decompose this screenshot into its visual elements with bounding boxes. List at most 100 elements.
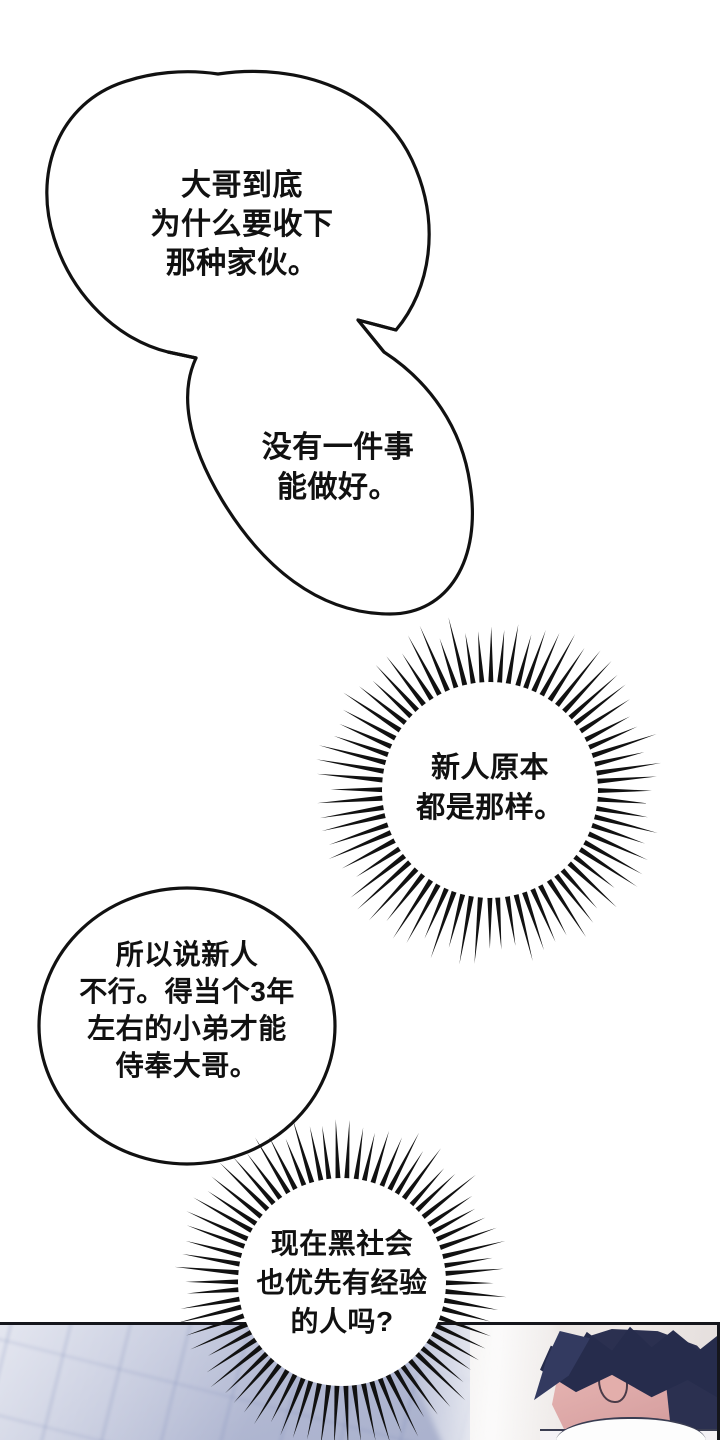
burst-spike	[520, 887, 545, 951]
burst-spike	[474, 893, 484, 964]
burst-spike	[292, 1118, 316, 1188]
burst-spike	[322, 1125, 332, 1184]
burst-spike	[514, 634, 532, 691]
burst-spike	[211, 1176, 266, 1222]
burst-spike	[185, 1240, 246, 1260]
burst-spike	[412, 1349, 466, 1401]
burst-spike	[285, 1138, 308, 1190]
burst-spike	[319, 804, 388, 819]
burst-spike	[417, 1343, 464, 1383]
burst-spike	[359, 686, 411, 728]
burst-spike	[419, 625, 452, 696]
burst-spike	[559, 660, 612, 717]
burst-spike	[438, 1240, 506, 1261]
burst-spike	[496, 630, 505, 687]
burst-spike	[441, 1288, 507, 1298]
burst-spike	[328, 821, 393, 845]
burst-spike	[377, 1137, 403, 1191]
burst-spike	[432, 1217, 486, 1244]
burst-spike	[309, 1126, 325, 1185]
burst-spike	[407, 635, 444, 700]
burst-spike	[316, 759, 389, 775]
burst-spike	[186, 1211, 253, 1243]
burst-spike	[341, 836, 400, 869]
burst-spike	[440, 1257, 493, 1269]
burst-spike	[255, 1137, 293, 1198]
burst-spike	[190, 1320, 252, 1350]
burst-spike	[360, 1379, 376, 1440]
burst-spike	[402, 653, 436, 705]
burst-spike	[243, 1360, 285, 1413]
burst-spike	[478, 631, 485, 687]
burst-spike	[321, 1380, 332, 1440]
burst-spike	[423, 1336, 472, 1371]
burst-spike	[225, 1348, 272, 1394]
burst-spike	[233, 1354, 278, 1404]
burst-spike	[591, 805, 648, 818]
burst-spike	[185, 1311, 249, 1336]
burst-spike	[431, 1321, 486, 1349]
burst-spike	[575, 699, 630, 736]
burst-spike	[385, 1132, 420, 1195]
bubble-1-and-2-outline	[45, 69, 474, 616]
burst-spike	[182, 1254, 244, 1268]
burst-spike	[186, 1286, 243, 1294]
burst-spike	[386, 656, 429, 710]
burst-spike	[254, 1365, 292, 1425]
burst-spike	[174, 1266, 243, 1276]
burst-spike	[412, 1173, 456, 1215]
burst-spike	[392, 875, 436, 939]
panel-right-border	[717, 1325, 720, 1440]
burst-spike	[590, 752, 645, 768]
burst-spike	[207, 1190, 261, 1229]
burst-spike	[521, 630, 546, 693]
burst-spike	[544, 875, 587, 938]
bubble-pinch-notch	[356, 318, 398, 354]
burst-spike	[587, 821, 646, 844]
burst-spike	[186, 1225, 249, 1251]
burst-spike	[459, 891, 475, 965]
burst-spike	[564, 858, 617, 908]
burst-spike	[317, 795, 387, 804]
bubble-3-core	[382, 682, 598, 898]
burst-spike	[246, 1153, 285, 1204]
burst-spike	[210, 1342, 266, 1388]
burst-spike	[406, 1168, 445, 1210]
burst-spike	[587, 733, 657, 760]
burst-spike	[318, 745, 391, 767]
burst-spike	[583, 829, 648, 861]
burst-spike	[418, 1174, 476, 1222]
burst-spike	[487, 893, 493, 949]
burst-spike	[488, 626, 494, 687]
burst-spike	[430, 887, 458, 959]
burst-spike	[352, 1127, 364, 1184]
burst-spike	[593, 787, 652, 794]
burst-spike	[376, 1374, 402, 1434]
burst-spike	[584, 726, 638, 752]
burst-spike	[399, 1148, 441, 1204]
burst-spike	[439, 638, 460, 693]
burst-spike	[512, 890, 533, 962]
burst-spike	[537, 634, 576, 701]
burst-spike	[350, 851, 410, 898]
burst-spike	[193, 1197, 257, 1235]
burst-spike	[592, 762, 662, 777]
burst-spike	[270, 1369, 300, 1423]
burst-spike	[575, 844, 638, 887]
burst-spike	[424, 884, 451, 939]
burst-spike	[360, 1132, 375, 1185]
burst-spike	[593, 776, 657, 785]
burst-spike	[219, 1162, 273, 1215]
burst-spike	[330, 787, 387, 793]
burst-spike	[465, 633, 477, 688]
burst-spike	[528, 884, 556, 943]
burst-spike	[557, 865, 598, 909]
burst-spike	[357, 857, 415, 910]
burst-spike	[406, 879, 443, 943]
burst-spike	[579, 837, 643, 875]
burst-spike	[435, 1227, 497, 1252]
burst-spike	[383, 1370, 419, 1437]
burst-spike	[292, 1376, 315, 1439]
burst-spike	[176, 1303, 246, 1324]
